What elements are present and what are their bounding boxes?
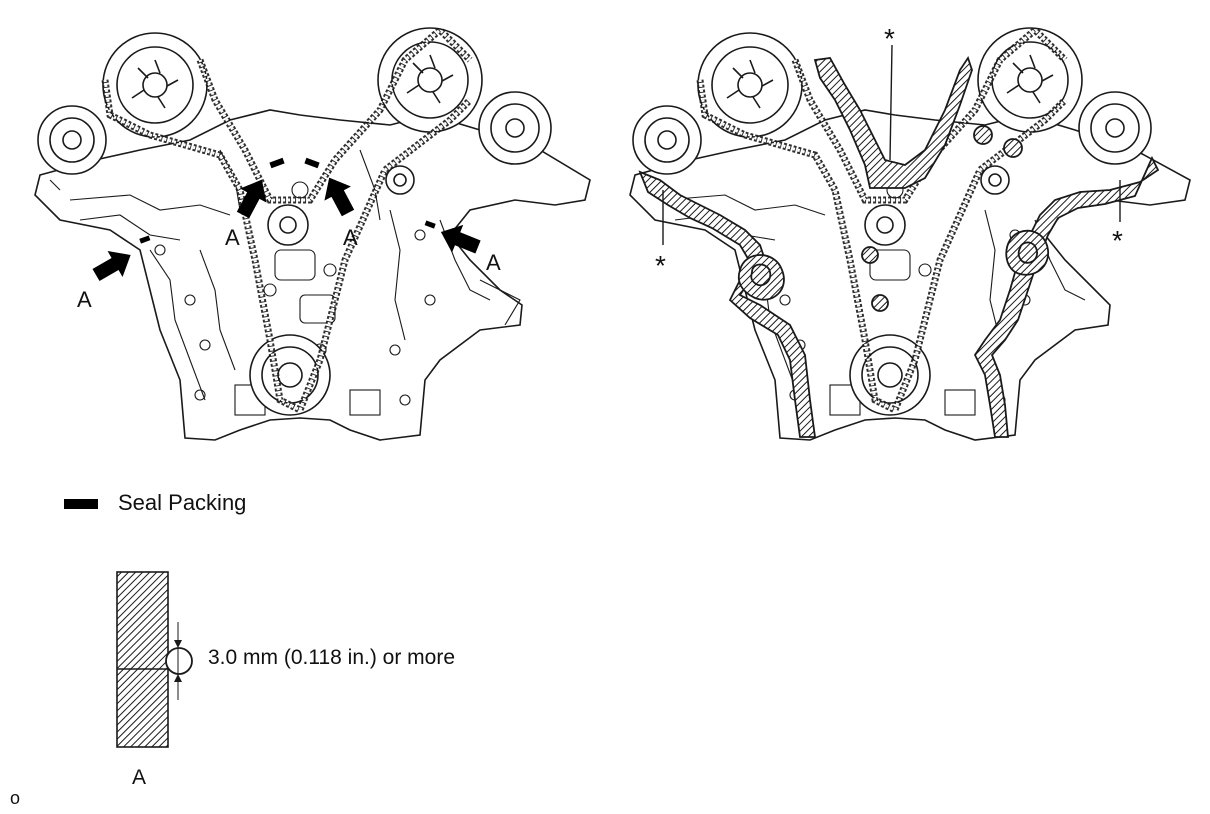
left-cam-sprocket-1: [102, 32, 208, 138]
seal-band-left: [638, 170, 817, 438]
left-seal-points: [92, 157, 481, 282]
asterisk-right: *: [1112, 225, 1123, 256]
arrow-icon: [92, 251, 131, 282]
right-vvt-gear-2: [1078, 91, 1152, 165]
seal-band-right: [973, 155, 1160, 438]
right-idler: [864, 165, 1010, 246]
left-vvt-gear-1: [37, 105, 107, 175]
left-idler: [267, 165, 415, 246]
seal-dot-1: [973, 125, 993, 145]
left-block-outline: [34, 109, 591, 441]
right-labels: * * *: [655, 23, 1123, 281]
seal-loop-left: [737, 254, 785, 301]
detail-section-a: [116, 571, 193, 748]
arrow-icon: [236, 179, 267, 219]
seal-bead: [165, 647, 193, 675]
seal-loop-right: [1005, 229, 1049, 276]
right-asterisk-leaders: [662, 44, 1121, 245]
legend-seal-packing-label: Seal Packing: [118, 490, 247, 515]
seal-dot-4: [871, 294, 889, 312]
arrow-icon: [440, 224, 481, 254]
marker-a-2: A: [225, 225, 240, 250]
marker-a-4: A: [486, 250, 501, 275]
asterisk-left: *: [655, 250, 666, 281]
figure-code: o: [10, 788, 21, 808]
marker-a-1: A: [77, 287, 92, 312]
seal-mark-center-right: [304, 157, 320, 169]
right-engine-view: [629, 25, 1191, 441]
seal-band-center: [813, 55, 973, 189]
left-vvt-gear-2: [478, 91, 552, 165]
marker-a-3: A: [343, 225, 358, 250]
left-cam-sprocket-2: [377, 27, 483, 133]
seal-dot-2: [1003, 138, 1023, 158]
seal-mark-right: [424, 220, 436, 229]
dimension-label: 3.0 mm (0.118 in.) or more: [208, 646, 456, 669]
right-seal-bands: [638, 55, 1160, 438]
asterisk-top: *: [884, 23, 895, 54]
detail-section-label: A: [132, 766, 147, 789]
seal-mark-left: [139, 235, 151, 244]
right-vvt-gear-1: [632, 105, 702, 175]
seal-mark-center-left: [269, 157, 285, 169]
left-engine-view: [34, 25, 591, 441]
black-bar-icon: [64, 499, 98, 509]
arrow-icon: [324, 177, 355, 217]
left-labels: A A A A: [77, 225, 501, 312]
seal-dot-3: [861, 246, 879, 264]
